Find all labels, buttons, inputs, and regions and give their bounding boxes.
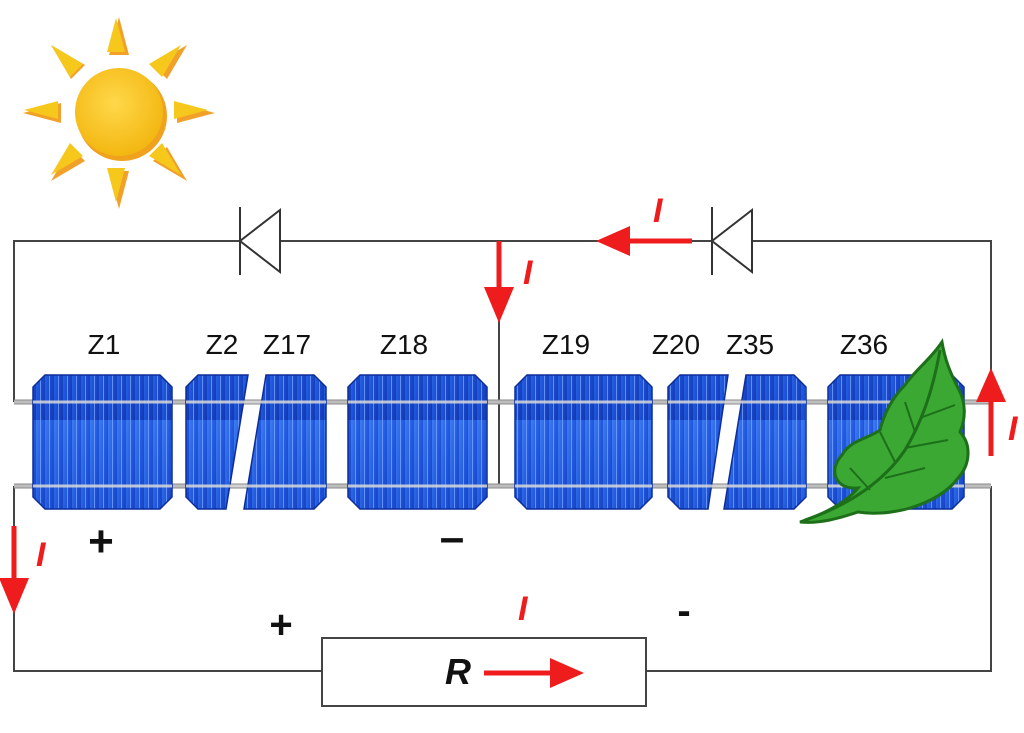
polarity-minus-label: – (440, 513, 464, 562)
solar-cell-broken (667, 374, 807, 510)
sun-icon (23, 17, 215, 209)
current-arrow-icon (484, 241, 514, 323)
cell-label-z17: Z17 (263, 329, 311, 360)
cell-label-z2: Z2 (206, 329, 239, 360)
current-label: I (1008, 410, 1019, 448)
cell-label-z36: Z36 (840, 329, 888, 360)
resistor-label: R (445, 651, 471, 692)
current-arrow-icon (0, 526, 29, 614)
polarity-plus-label: + (88, 517, 114, 566)
bypass-diode-icon (238, 207, 281, 275)
current-label: I (518, 590, 529, 628)
leaf-icon (799, 338, 970, 524)
load-minus-label: - (677, 589, 690, 633)
current-arrow-icon (976, 368, 1006, 456)
solar-cell (347, 374, 488, 510)
current-label: I (653, 192, 664, 230)
cell-label-z1: Z1 (88, 329, 121, 360)
current-label: I (36, 536, 47, 574)
current-arrow-icon (596, 226, 692, 256)
solar-cell-broken (185, 374, 327, 510)
current-label: I (523, 254, 534, 292)
solar-cell (32, 374, 173, 510)
load-plus-label: + (269, 603, 292, 647)
current-arrow-icon (484, 658, 584, 688)
cell-label-z19: Z19 (542, 329, 590, 360)
bypass-diode-icon (710, 207, 753, 275)
solar-cell (514, 374, 653, 510)
cell-label-z35: Z35 (726, 329, 774, 360)
cell-label-z18: Z18 (380, 329, 428, 360)
cell-label-z20: Z20 (652, 329, 700, 360)
